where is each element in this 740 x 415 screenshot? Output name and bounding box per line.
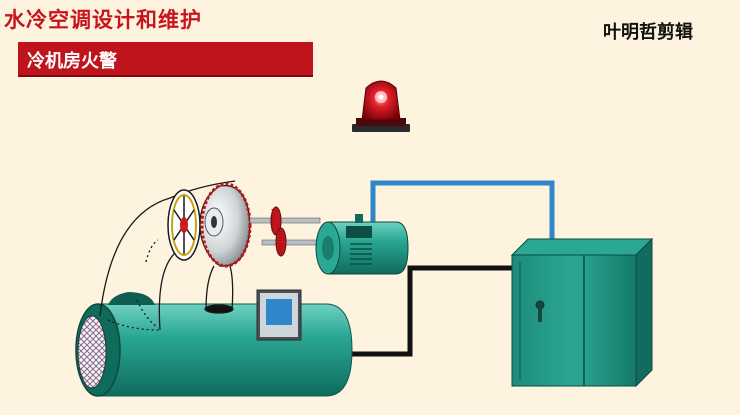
alarm-beacon-icon	[352, 80, 410, 132]
fire-sensor-icon	[256, 289, 302, 341]
section-title: 冷机房火警	[27, 51, 117, 72]
electric-motor-icon	[315, 214, 409, 275]
centrifugal-fan-icon	[167, 182, 252, 268]
section-banner: 冷机房火警	[18, 42, 313, 77]
author-label: 叶明哲剪辑	[603, 22, 693, 43]
drive-shaft	[249, 206, 321, 257]
control-cabinet-icon	[510, 237, 654, 388]
page-title: 水冷空调设计和维护	[4, 8, 202, 32]
